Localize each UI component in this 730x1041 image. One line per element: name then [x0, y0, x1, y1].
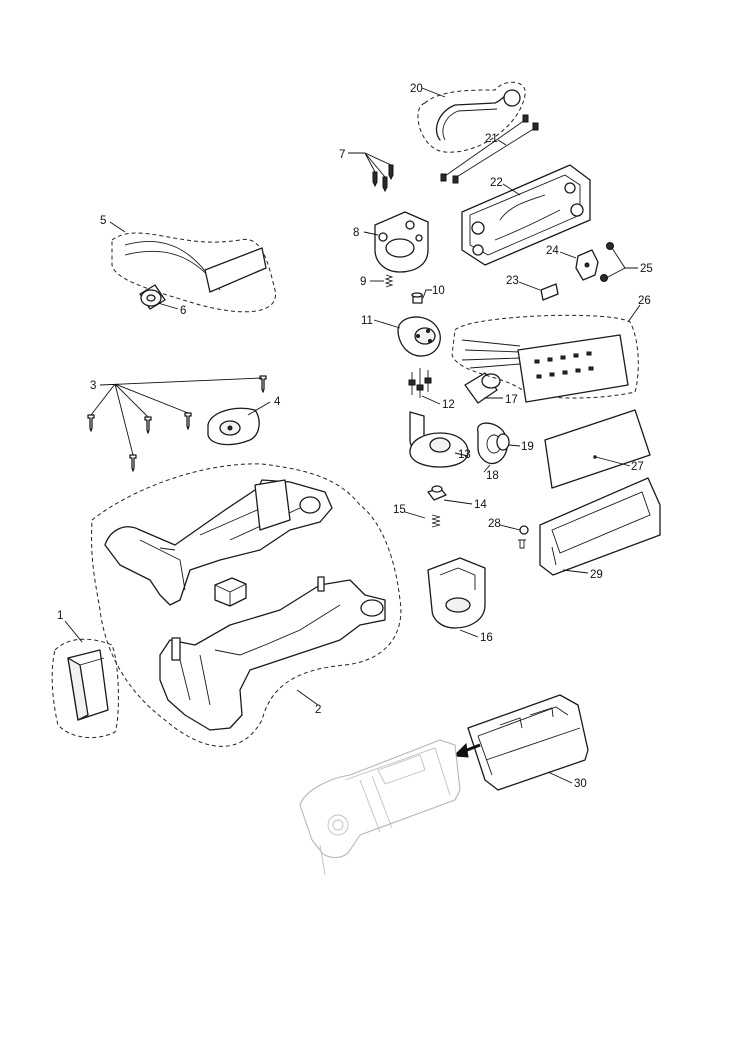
callout-27: 27 [631, 461, 644, 473]
lead-19 [508, 444, 521, 447]
callout-20: 20 [410, 83, 423, 95]
lead-16 [459, 629, 479, 638]
part-8-gear-housing [374, 211, 429, 273]
lead-18 [483, 464, 491, 473]
lead-27 [595, 456, 631, 467]
callout-18: 18 [486, 470, 499, 482]
part-23-clip [540, 283, 559, 301]
lead-6 [157, 302, 179, 310]
lead-15 [404, 511, 426, 519]
lead-2 [296, 689, 319, 706]
callout-25: 25 [640, 263, 653, 275]
part-29-display-frame [539, 477, 661, 576]
lead-20 [421, 87, 446, 98]
callout-1: 1 [57, 610, 63, 622]
callout-29: 29 [590, 569, 603, 581]
callout-9: 9 [360, 276, 366, 288]
callout-4: 4 [274, 396, 281, 408]
callout-24: 24 [546, 245, 559, 257]
lead-29 [562, 569, 589, 574]
lead-25 [605, 247, 638, 279]
part-22-switch-housing [461, 164, 591, 266]
callout-23: 23 [506, 275, 519, 287]
callout-7: 7 [339, 149, 345, 161]
part-26-pcb [451, 314, 639, 403]
callout-26: 26 [638, 295, 651, 307]
lead-11 [373, 319, 401, 329]
lead-1 [64, 620, 83, 643]
part-20-cable [417, 81, 526, 153]
callout-13: 13 [458, 449, 471, 461]
part-7-screws [372, 164, 394, 193]
part-5-wire-assembly [111, 232, 277, 313]
callout-3: 3 [90, 380, 96, 392]
part-4-switch-button [207, 407, 260, 446]
callout-12: 12 [442, 399, 455, 411]
insert-arrow-icon [452, 742, 481, 758]
lead-3 [90, 377, 263, 456]
callout-6: 6 [180, 305, 186, 317]
lead-14 [443, 499, 473, 505]
lead-28 [499, 524, 521, 531]
lead-13 [454, 452, 469, 457]
lead-5 [109, 221, 126, 233]
lead-8 [363, 231, 379, 236]
part-25-screws [600, 242, 614, 282]
lead-30 [547, 771, 573, 784]
part-21-wire-leads [440, 114, 539, 184]
lead-10 [422, 289, 432, 299]
lead-21 [497, 139, 507, 146]
lead-24 [559, 251, 577, 259]
part-6-sleeve [139, 284, 166, 310]
callout-10: 10 [432, 285, 445, 297]
part-28-screw [518, 525, 529, 549]
part-1-cover [51, 638, 119, 739]
part-12-terminals [408, 368, 432, 398]
lead-7 [348, 152, 392, 178]
callout-16: 16 [480, 632, 493, 644]
callout-21: 21 [485, 133, 498, 145]
part-16-lower-housing [427, 557, 486, 629]
callout-22: 22 [490, 177, 503, 189]
part-24-bracket [575, 249, 599, 281]
callout-30: 30 [574, 778, 587, 790]
lead-26 [627, 304, 641, 323]
part-3-screws [87, 375, 267, 472]
callout-17: 17 [505, 394, 518, 406]
part-19-ring [496, 433, 510, 451]
lead-12 [421, 395, 441, 405]
lead-22 [502, 183, 521, 196]
callout-8: 8 [353, 227, 359, 239]
pcb-leds [534, 351, 594, 379]
callout-15: 15 [393, 504, 406, 516]
part-15-spring [431, 514, 441, 528]
tool-ghost-outline [299, 739, 461, 876]
part-9-spring [384, 274, 394, 288]
part-27-label-film [544, 409, 651, 489]
callout-5: 5 [100, 215, 106, 227]
callout-14: 14 [474, 499, 487, 511]
callout-11: 11 [361, 315, 373, 327]
part-30-battery-pack [467, 694, 589, 791]
callout-2: 2 [315, 704, 321, 716]
part-14-nut [427, 485, 447, 501]
part-17-sleeve [464, 372, 501, 404]
callout-19: 19 [521, 441, 534, 453]
lead-4 [247, 401, 271, 416]
part-13-bearing-bracket [409, 411, 469, 468]
part-11-cam-plate [397, 316, 441, 357]
part-2-housing-shells [91, 463, 402, 747]
lead-23 [518, 281, 541, 291]
part-10-nut [411, 292, 423, 304]
callout-28: 28 [488, 518, 501, 530]
